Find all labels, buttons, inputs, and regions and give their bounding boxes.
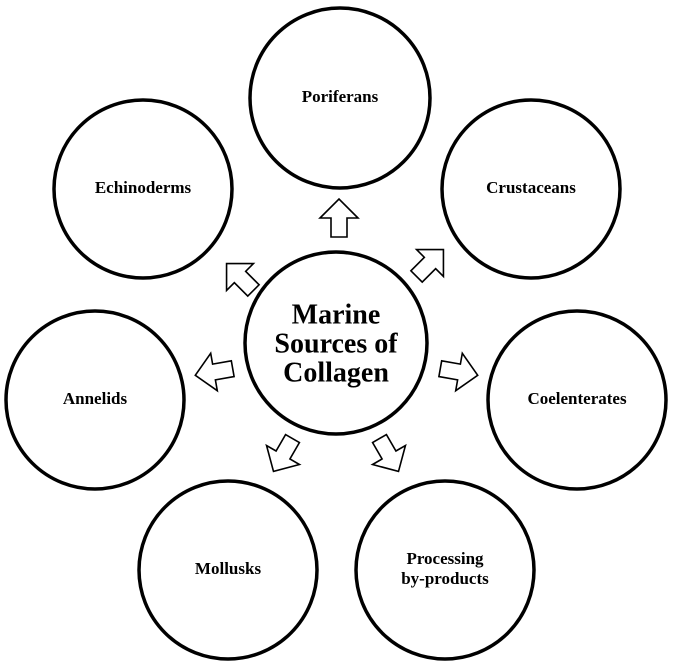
arrow-to-coelenterates — [437, 351, 479, 393]
node-label: Coelenterates — [527, 389, 627, 408]
node-mollusks: Mollusks — [137, 479, 319, 661]
node-circle — [52, 98, 234, 280]
node-circle — [248, 6, 432, 190]
arrow-to-processing — [370, 433, 407, 473]
node-poriferans: Poriferans — [248, 6, 432, 190]
arrow-to-crustaceans — [409, 248, 445, 284]
node-label: Echinoderms — [95, 178, 192, 197]
arrow-to-annelids — [194, 351, 236, 393]
arrow-to-mollusks — [265, 433, 302, 473]
arrow-to-echinoderms — [225, 262, 261, 298]
arrow-to-poriferans — [318, 197, 360, 238]
node-label: Poriferans — [302, 87, 379, 106]
node-coelenterates: Coelenterates — [486, 309, 668, 491]
center-label-line-3: Collagen — [283, 357, 389, 388]
center-label-line-1: Marine — [292, 299, 381, 330]
node-circle — [486, 309, 668, 491]
center-label-line-2: Sources of — [274, 328, 398, 359]
node-circle — [137, 479, 319, 661]
node-crustaceans: Crustaceans — [440, 98, 622, 280]
node-label-line-1: Processing — [406, 549, 484, 568]
node-processing-by-products: Processing by-products — [354, 479, 536, 661]
node-circle — [354, 479, 536, 661]
node-label: Annelids — [63, 389, 128, 408]
node-annelids: Annelids — [4, 309, 186, 491]
node-label: Crustaceans — [486, 178, 576, 197]
node-circle — [4, 309, 186, 491]
node-circle — [440, 98, 622, 280]
node-label: Mollusks — [195, 559, 262, 578]
node-label-line-2: by-products — [401, 569, 489, 588]
node-echinoderms: Echinoderms — [52, 98, 234, 280]
arrows-group — [194, 197, 479, 473]
center-circle — [243, 250, 429, 436]
center-node: Marine Sources of Collagen — [243, 250, 429, 436]
